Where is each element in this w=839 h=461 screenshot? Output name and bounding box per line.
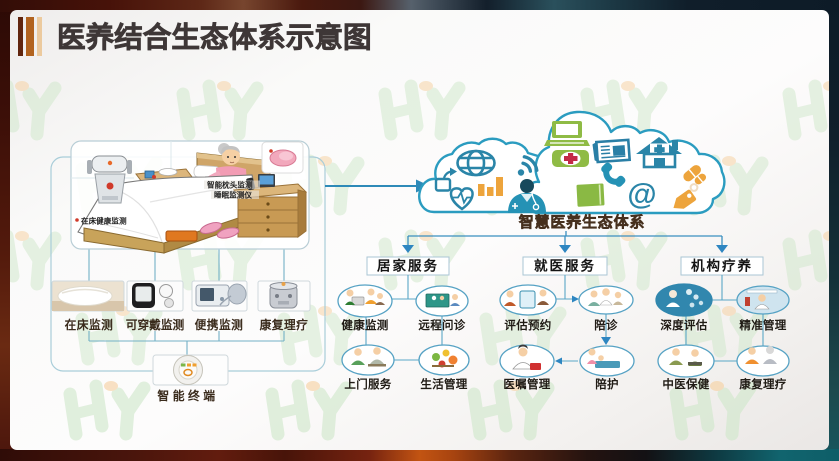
svg-text:居家服务: 居家服务 [377,258,439,274]
svg-text:中医保健: 中医保健 [662,377,709,391]
svg-text:智慧医养生态体系: 智慧医养生态体系 [519,213,645,231]
svg-text:可穿戴监测: 可穿戴监测 [126,318,185,332]
svg-text:医嘱管理: 医嘱管理 [503,377,550,391]
svg-text:智能终端: 智能终端 [156,389,218,403]
svg-text:康复理疗: 康复理疗 [260,318,309,332]
svg-text:便携监测: 便携监测 [195,318,244,332]
svg-text:评估预约: 评估预约 [504,318,551,332]
svg-text:精准管理: 精准管理 [739,318,786,332]
svg-text:深度评估: 深度评估 [660,318,707,332]
svg-text:生活管理: 生活管理 [420,377,467,391]
svg-text:健康监测: 健康监测 [341,318,388,332]
svg-text:在床健康监测: 在床健康监测 [81,216,127,226]
svg-text:远程问诊: 远程问诊 [418,318,465,332]
svg-text:睡眠监测仪: 睡眠监测仪 [214,190,252,200]
svg-text:陪护: 陪护 [595,377,619,391]
svg-text:康复理疗: 康复理疗 [739,377,786,391]
svg-text:医养结合生态体系示意图: 医养结合生态体系示意图 [57,21,372,54]
svg-text:智能枕头监测: 智能枕头监测 [207,180,253,190]
svg-text:在床监测: 在床监测 [65,318,114,332]
svg-text:就医服务: 就医服务 [534,258,596,274]
svg-text:@: @ [627,178,656,211]
svg-text:机构疗养: 机构疗养 [691,258,753,274]
svg-text:陪诊: 陪诊 [594,318,618,332]
svg-text:上门服务: 上门服务 [344,377,391,391]
